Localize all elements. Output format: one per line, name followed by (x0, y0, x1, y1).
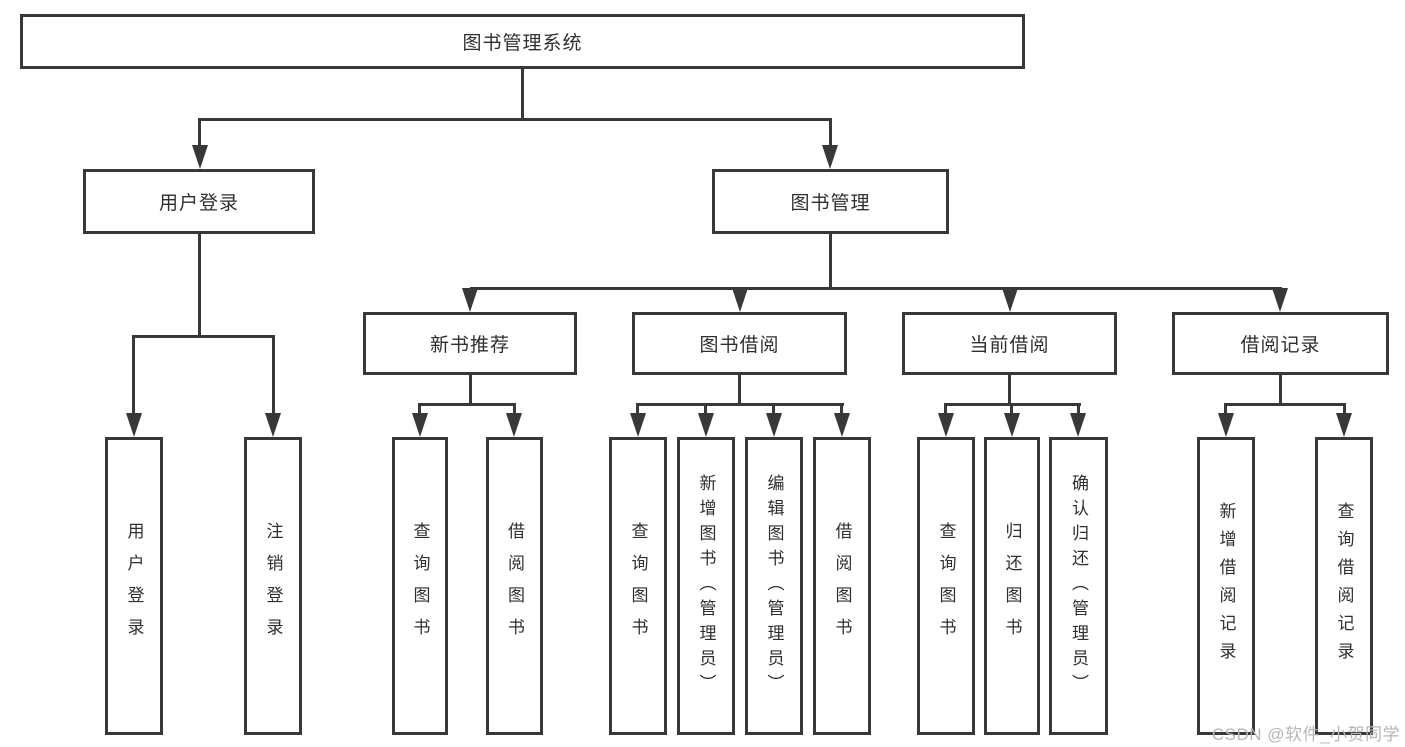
arrow-down-icon (1218, 413, 1234, 437)
connector-root-stem-line (521, 69, 524, 121)
connector-leaf-drop-line (132, 335, 135, 415)
node-label: 借阅记录 (1240, 335, 1321, 356)
node-label: 图书借阅 (699, 335, 780, 356)
arrow-down-icon (1336, 413, 1352, 437)
node-label: 图书管理系统 (462, 33, 583, 54)
connector-split-line (636, 403, 844, 406)
connector-leaf-drop-line (636, 403, 639, 417)
connector-leaf-drop-line (944, 403, 947, 417)
leaf-add-borrow-record: 新增借阅记录 (1197, 437, 1255, 735)
connector-book-management-split-line (470, 287, 1282, 290)
connector-leaf-drop-line (418, 403, 421, 417)
arrow-down-icon (506, 413, 522, 437)
leaf-logout: 注销登录 (244, 437, 302, 735)
arrow-down-icon (630, 413, 646, 437)
leaf-query-books: 查询图书 (917, 437, 975, 735)
connector-user-login-drop-line (198, 118, 201, 148)
leaf-label: 查询图书 (410, 522, 430, 650)
connector-stem-line (1008, 375, 1011, 406)
node-label: 用户登录 (158, 193, 239, 214)
connector-root-split-line (198, 118, 832, 121)
connector-split-line (418, 403, 516, 406)
leaf-label: 查询借阅记录 (1334, 502, 1354, 670)
leaf-query-books: 查询图书 (609, 437, 667, 735)
connector-leaf-drop-line (513, 403, 516, 417)
node-library-management-system: 图书管理系统 (20, 14, 1025, 69)
node-label: 新书推荐 (429, 335, 510, 356)
connector-leaf-drop-line (272, 335, 275, 415)
leaf-label: 编辑图书（管理员） (764, 473, 784, 699)
leaf-label: 确认归还（管理员） (1069, 473, 1088, 699)
node-user-login: 用户登录 (83, 169, 315, 234)
connector-user-login-stem-line (198, 234, 201, 338)
arrow-down-icon (192, 145, 208, 169)
arrow-down-icon (126, 413, 142, 437)
leaf-label: 用户登录 (124, 522, 144, 650)
leaf-edit-books-admin: 编辑图书（管理员） (745, 437, 803, 735)
arrow-down-icon (265, 413, 281, 437)
leaf-borrow-books: 借阅图书 (486, 437, 543, 735)
watermark: CSDN @软件_小贺同学 (1211, 725, 1400, 744)
arrow-down-icon (938, 413, 954, 437)
arrow-down-icon (1272, 288, 1288, 312)
arrow-down-icon (766, 413, 782, 437)
arrow-down-icon (1070, 413, 1086, 437)
node-borrowing-records: 借阅记录 (1172, 312, 1389, 375)
arrow-down-icon (698, 413, 714, 437)
leaf-label: 借阅图书 (505, 522, 524, 650)
node-label: 当前借阅 (969, 335, 1050, 356)
leaf-label: 查询图书 (936, 522, 956, 650)
leaf-confirm-return-admin: 确认归还（管理员） (1049, 437, 1108, 735)
connector-leaf-drop-line (704, 403, 707, 417)
node-current-borrowing: 当前借阅 (902, 312, 1117, 375)
leaf-label: 注销登录 (263, 522, 283, 650)
node-label: 图书管理 (790, 193, 871, 214)
leaf-user-login: 用户登录 (105, 437, 163, 735)
arrow-down-icon (462, 288, 478, 312)
connector-leaf-drop-line (1077, 403, 1080, 417)
node-new-book-recommendation: 新书推荐 (363, 312, 577, 375)
node-book-borrowing: 图书借阅 (632, 312, 847, 375)
connector-split-line (1224, 403, 1346, 406)
connector-leaf-drop-line (1010, 403, 1013, 417)
leaf-add-books-admin: 新增图书（管理员） (677, 437, 735, 735)
leaf-label: 归还图书 (1002, 522, 1022, 650)
arrow-down-icon (1002, 288, 1018, 312)
leaf-query-books: 查询图书 (392, 437, 448, 735)
leaf-label: 借阅图书 (832, 522, 852, 650)
leaf-return-books: 归还图书 (984, 437, 1040, 735)
connector-user-login-split-line (132, 335, 275, 338)
leaf-label: 新增图书（管理员） (696, 473, 716, 699)
arrow-down-icon (822, 145, 838, 169)
connector-leaf-drop-line (1343, 403, 1346, 417)
arrow-down-icon (834, 413, 850, 437)
leaf-borrow-books: 借阅图书 (813, 437, 871, 735)
arrow-down-icon (1004, 413, 1020, 437)
connector-book-management-stem-line (829, 234, 832, 290)
node-book-management: 图书管理 (712, 169, 949, 234)
connector-book-management-drop-line (829, 118, 832, 148)
connector-stem-line (469, 375, 472, 406)
connector-stem-line (738, 375, 741, 406)
connector-stem-line (1279, 375, 1282, 406)
leaf-query-borrow-record: 查询借阅记录 (1315, 437, 1373, 735)
connector-leaf-drop-line (840, 403, 843, 417)
arrow-down-icon (732, 288, 748, 312)
leaf-label: 查询图书 (628, 522, 648, 650)
leaf-label: 新增借阅记录 (1216, 502, 1236, 670)
connector-leaf-drop-line (1224, 403, 1227, 417)
arrow-down-icon (412, 413, 428, 437)
connector-leaf-drop-line (772, 403, 775, 417)
